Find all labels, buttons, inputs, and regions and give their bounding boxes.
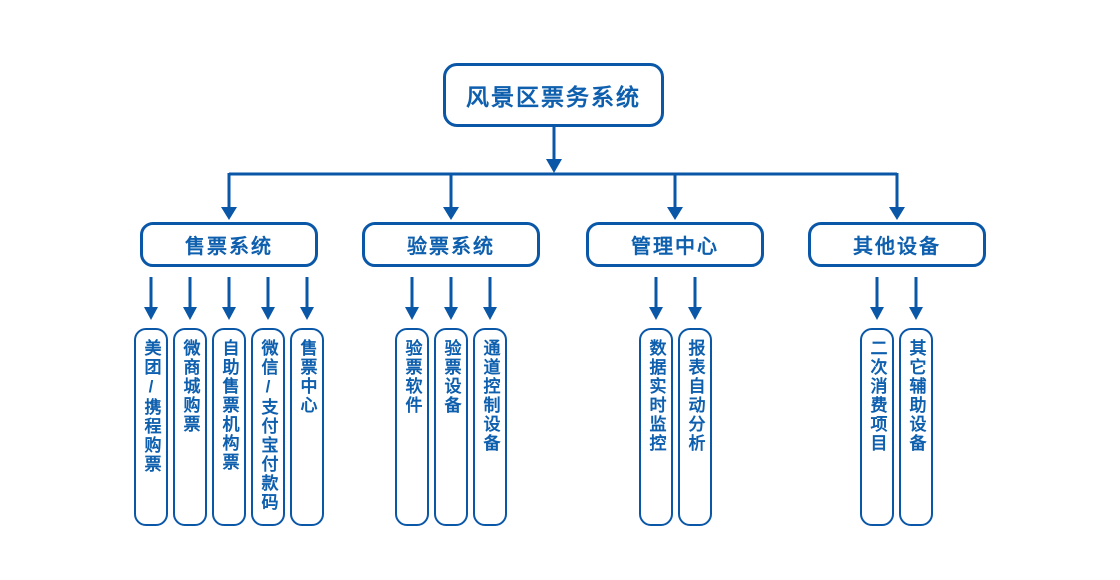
leaf-node-label: 数据实时监控 — [646, 339, 666, 453]
leaf-node-auxiliary-equipment: 其它辅助设备 — [899, 328, 933, 526]
leaf-node-label: 自助售票机构票 — [219, 339, 239, 472]
leaf-node-check-software: 验票软件 — [395, 328, 429, 526]
leaf-node-label: 其它辅助设备 — [906, 339, 926, 453]
leaf-node-label: 报表自动分析 — [685, 339, 705, 453]
group-node-ticket-check: 验票系统 — [362, 222, 540, 267]
leaf-node-wechat-alipay-code: 微信/支付宝付款码 — [251, 328, 285, 526]
group-node-management-center: 管理中心 — [586, 222, 764, 267]
leaf-node-realtime-monitoring: 数据实时监控 — [639, 328, 673, 526]
group-node-label: 售票系统 — [185, 236, 273, 258]
leaf-node-label: 微商城购票 — [180, 339, 200, 434]
leaf-node-label: 美团/携程购票 — [141, 339, 161, 474]
leaf-node-report-analysis: 报表自动分析 — [678, 328, 712, 526]
leaf-node-check-device: 验票设备 — [434, 328, 468, 526]
bus-to-group-arrows — [221, 173, 905, 220]
leaf-node-label: 验票软件 — [402, 339, 422, 415]
leaf-node-secondary-consumption: 二次消费项目 — [860, 328, 894, 526]
group-node-label: 验票系统 — [407, 236, 495, 258]
leaf-node-channel-control: 通道控制设备 — [473, 328, 507, 526]
leaf-node-self-service-machine: 自助售票机构票 — [212, 328, 246, 526]
leaf-node-label: 售票中心 — [297, 339, 317, 415]
leaf-node-label: 二次消费项目 — [867, 339, 887, 453]
root-node-label: 风景区票务系统 — [466, 84, 641, 110]
leaf-node-label: 通道控制设备 — [480, 339, 500, 453]
group-node-label: 管理中心 — [631, 236, 719, 258]
leaf-node-wechat-mall: 微商城购票 — [173, 328, 207, 526]
root-node-ticketing-system: 风景区票务系统 — [443, 63, 664, 127]
root-down-arrow — [546, 127, 562, 173]
leaf-node-label: 微信/支付宝付款码 — [258, 339, 278, 512]
group-node-other-equipment: 其他设备 — [808, 222, 986, 267]
group-node-ticket-sales: 售票系统 — [140, 222, 318, 267]
group-node-label: 其他设备 — [853, 236, 941, 258]
leaf-node-label: 验票设备 — [441, 339, 461, 415]
leaf-node-ticket-center: 售票中心 — [290, 328, 324, 526]
leaf-node-meituan-ctrip: 美团/携程购票 — [134, 328, 168, 526]
group-to-child-arrows — [144, 277, 923, 320]
